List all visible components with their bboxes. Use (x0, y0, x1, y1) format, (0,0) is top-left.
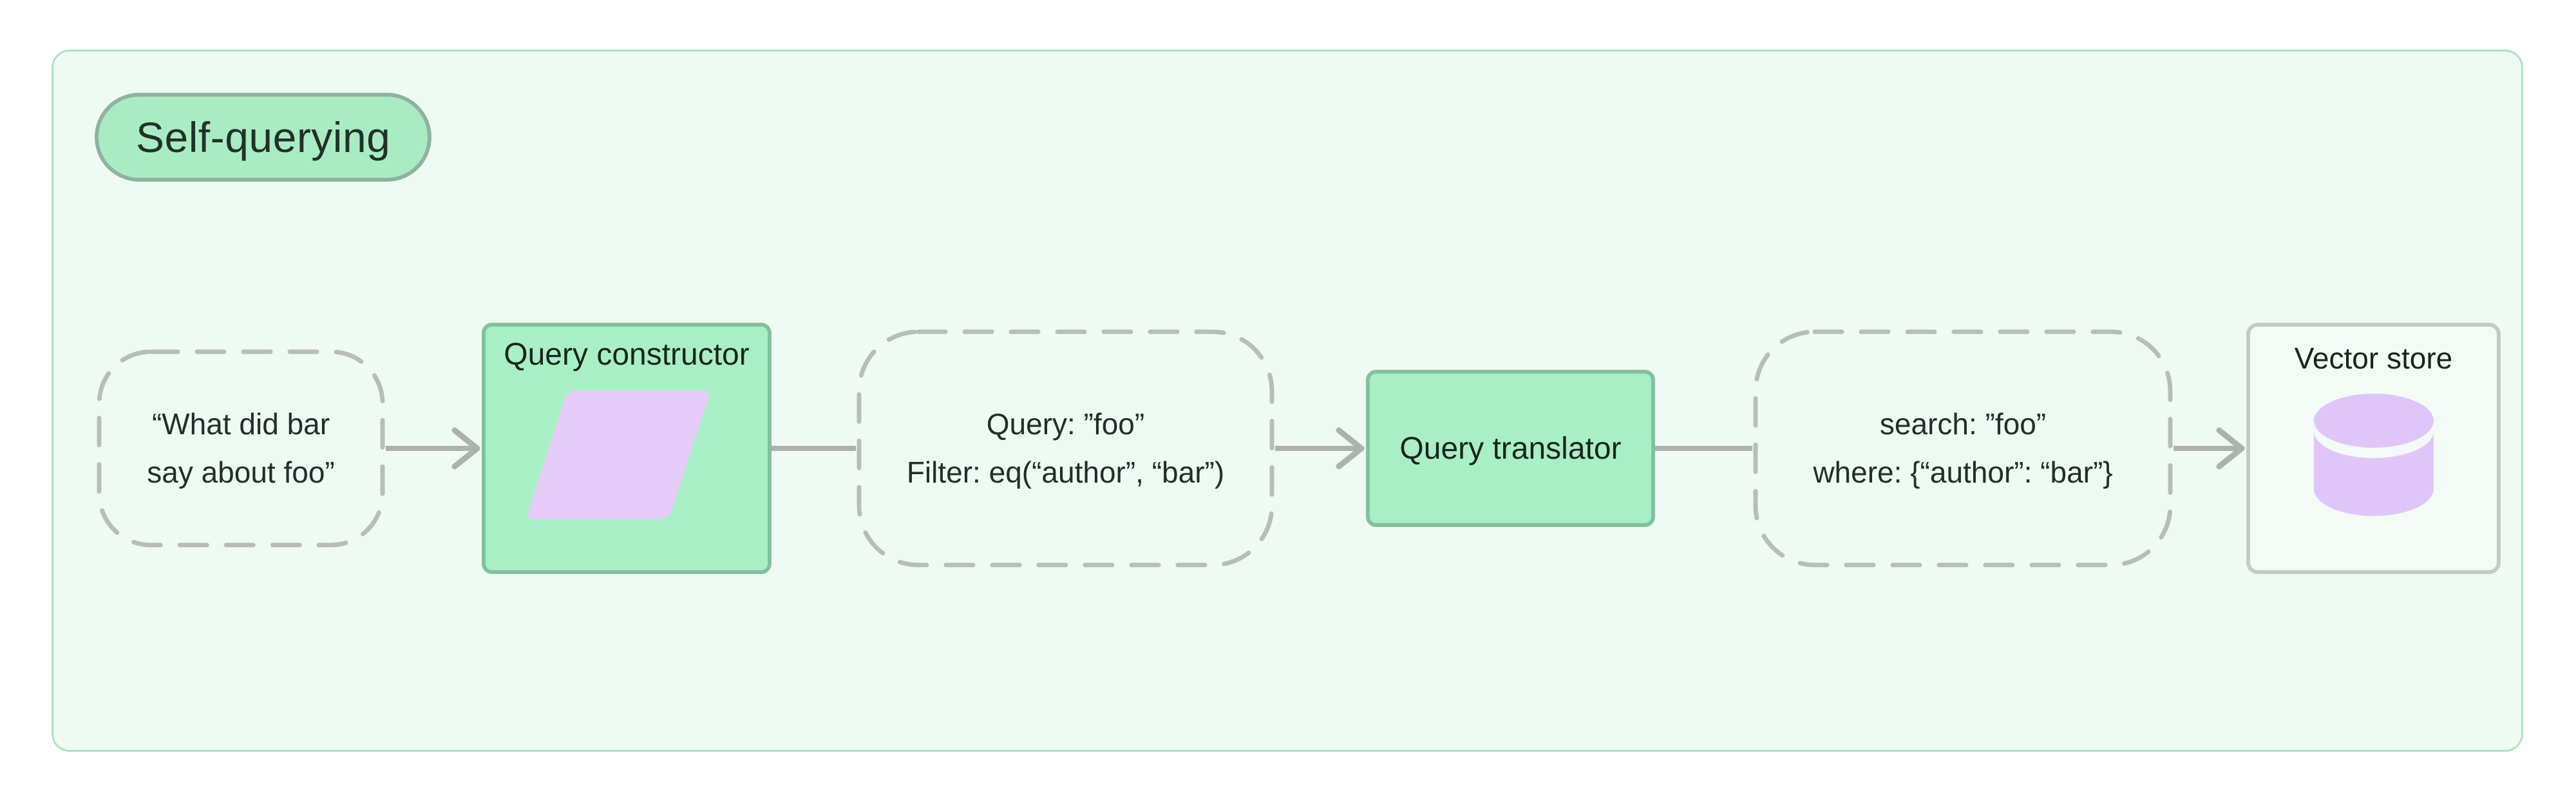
vector-store-label: Vector store (2294, 341, 2453, 375)
translated-query-node: search: ”foo” where: {“author”: “bar”} (1752, 329, 2174, 568)
arrowhead-icon (451, 427, 480, 470)
document-parallelogram-icon (526, 390, 711, 519)
arrow-right-connector (386, 427, 480, 470)
query-translator-label: Query translator (1399, 431, 1622, 466)
arrowhead-icon (1336, 427, 1365, 470)
arrow-right-connector (1275, 427, 1365, 470)
arrow-right-connector (2174, 427, 2245, 470)
flow-row: “What did bar say about foo” Query const… (96, 323, 2501, 574)
structured-query-line1: Query: ”foo” (986, 407, 1145, 441)
translated-query-line1: search: ”foo” (1879, 407, 2047, 441)
self-querying-panel: Self-querying “What did bar say about fo… (52, 50, 2523, 752)
translated-query-line2: where: {“author”: “bar”} (1813, 455, 2113, 489)
input-query-line1: “What did bar (151, 407, 330, 441)
query-constructor-label: Query constructor (504, 338, 750, 372)
query-translator-box: Query translator (1366, 370, 1655, 527)
title-badge: Self-querying (95, 93, 432, 182)
input-query-line2: say about foo” (147, 455, 335, 489)
query-constructor-box: Query constructor (482, 323, 772, 574)
dashed-border (97, 349, 385, 548)
title-badge-label: Self-querying (136, 113, 391, 161)
vector-store-box: Vector store (2246, 323, 2501, 574)
line-connector (772, 446, 856, 451)
database-cylinder-icon (2313, 394, 2434, 516)
dashed-border (1753, 329, 2173, 568)
input-query-node: “What did bar say about foo” (96, 349, 386, 548)
structured-query-node: Query: ”foo” Filter: eq(“author”, “bar”) (856, 329, 1275, 568)
arrowhead-icon (2216, 427, 2245, 470)
line-connector (1655, 446, 1752, 451)
structured-query-line2: Filter: eq(“author”, “bar”) (906, 455, 1225, 489)
dashed-border (857, 329, 1274, 568)
